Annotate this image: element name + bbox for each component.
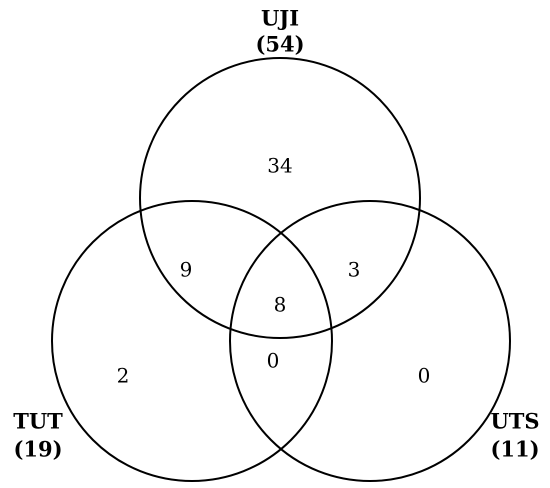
tut-set-label: TUT	[13, 409, 63, 434]
region-all-three: 8	[274, 293, 287, 317]
region-tut-uts: 0	[267, 349, 280, 373]
region-tut-only: 2	[117, 364, 130, 388]
region-uji-tut: 9	[180, 258, 193, 282]
tut-set-count: (19)	[13, 437, 62, 462]
uji-set-count: (54)	[255, 32, 304, 57]
tut-circle	[51, 200, 333, 482]
uts-circle	[229, 200, 511, 482]
uji-set-label: UJI	[261, 6, 299, 31]
region-uji-uts: 3	[348, 258, 361, 282]
region-uts-only: 0	[418, 364, 431, 388]
region-uji-only: 34	[267, 154, 292, 178]
uji-circle	[139, 57, 421, 339]
uts-set-count: (11)	[490, 437, 539, 462]
uts-set-label: UTS	[490, 409, 539, 434]
